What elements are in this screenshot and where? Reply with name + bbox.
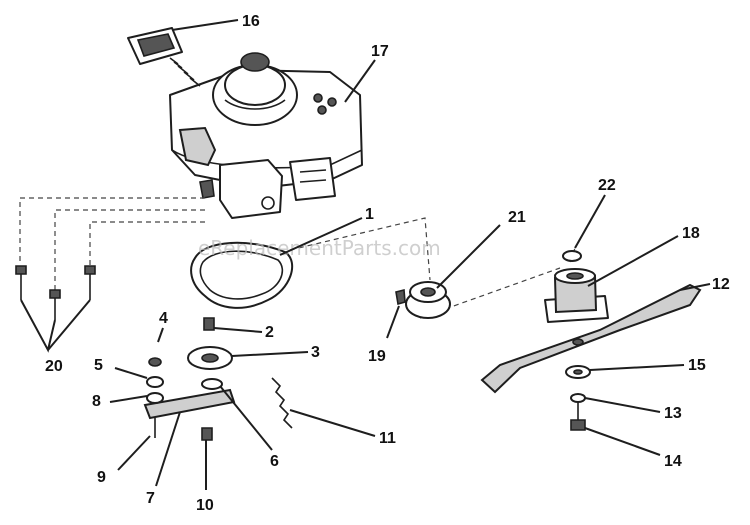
callout-label-17: 17 bbox=[371, 43, 389, 60]
watermark: eReplacementParts.com bbox=[198, 236, 441, 260]
callout-12: 12 bbox=[679, 276, 730, 293]
callout-label-19: 19 bbox=[368, 348, 386, 365]
callout-label-18: 18 bbox=[682, 225, 700, 242]
callout-1: 1 bbox=[279, 206, 374, 256]
callout-8: 8 bbox=[92, 393, 148, 410]
callout-3: 3 bbox=[231, 344, 320, 361]
engine-illustration bbox=[169, 52, 363, 219]
washer-illustration bbox=[562, 250, 582, 262]
pulley-illustration bbox=[395, 281, 451, 319]
callout-14: 14 bbox=[584, 427, 682, 470]
callout-label-5: 5 bbox=[94, 357, 103, 374]
callout-label-4: 4 bbox=[159, 310, 168, 327]
callout-label-9: 9 bbox=[97, 469, 106, 486]
callout-7: 7 bbox=[146, 411, 181, 507]
engine-bolts-illustration bbox=[15, 265, 96, 320]
callout-20: 20 bbox=[20, 299, 91, 375]
callout-17: 17 bbox=[344, 43, 389, 103]
callout-9: 9 bbox=[97, 435, 151, 486]
blade-bolt-stack-illustration bbox=[565, 365, 591, 431]
callout-label-6: 6 bbox=[270, 453, 279, 470]
callout-label-3: 3 bbox=[311, 344, 320, 361]
callout-label-22: 22 bbox=[598, 177, 616, 194]
callout-6: 6 bbox=[219, 385, 279, 470]
callout-label-13: 13 bbox=[664, 405, 682, 422]
blade-illustration bbox=[480, 283, 702, 394]
callout-4: 4 bbox=[157, 310, 168, 343]
callout-19: 19 bbox=[368, 305, 400, 365]
blade-adapter-illustration bbox=[544, 268, 609, 323]
callout-label-1: 1 bbox=[365, 206, 374, 223]
callout-label-15: 15 bbox=[688, 357, 706, 374]
callout-label-7: 7 bbox=[146, 490, 155, 507]
callout-21: 21 bbox=[436, 209, 526, 289]
callout-18: 18 bbox=[587, 225, 700, 287]
callout-13: 13 bbox=[584, 397, 682, 422]
callout-11: 11 bbox=[289, 409, 396, 447]
callout-16: 16 bbox=[171, 13, 260, 31]
primer-bulb-illustration bbox=[127, 27, 201, 87]
callout-label-2: 2 bbox=[265, 324, 274, 341]
callout-2: 2 bbox=[213, 324, 274, 341]
callout-label-14: 14 bbox=[664, 453, 682, 470]
callout-5: 5 bbox=[94, 357, 148, 379]
idler-assembly-illustration bbox=[143, 317, 293, 441]
callout-label-16: 16 bbox=[242, 13, 260, 30]
callout-label-8: 8 bbox=[92, 393, 101, 410]
callout-label-12: 12 bbox=[712, 276, 730, 293]
callout-22: 22 bbox=[574, 177, 616, 249]
callout-label-21: 21 bbox=[508, 209, 526, 226]
callout-15: 15 bbox=[589, 357, 706, 374]
callout-10: 10 bbox=[196, 440, 214, 514]
callout-label-20: 20 bbox=[45, 358, 63, 375]
callout-label-10: 10 bbox=[196, 497, 214, 514]
callout-label-11: 11 bbox=[379, 430, 396, 447]
